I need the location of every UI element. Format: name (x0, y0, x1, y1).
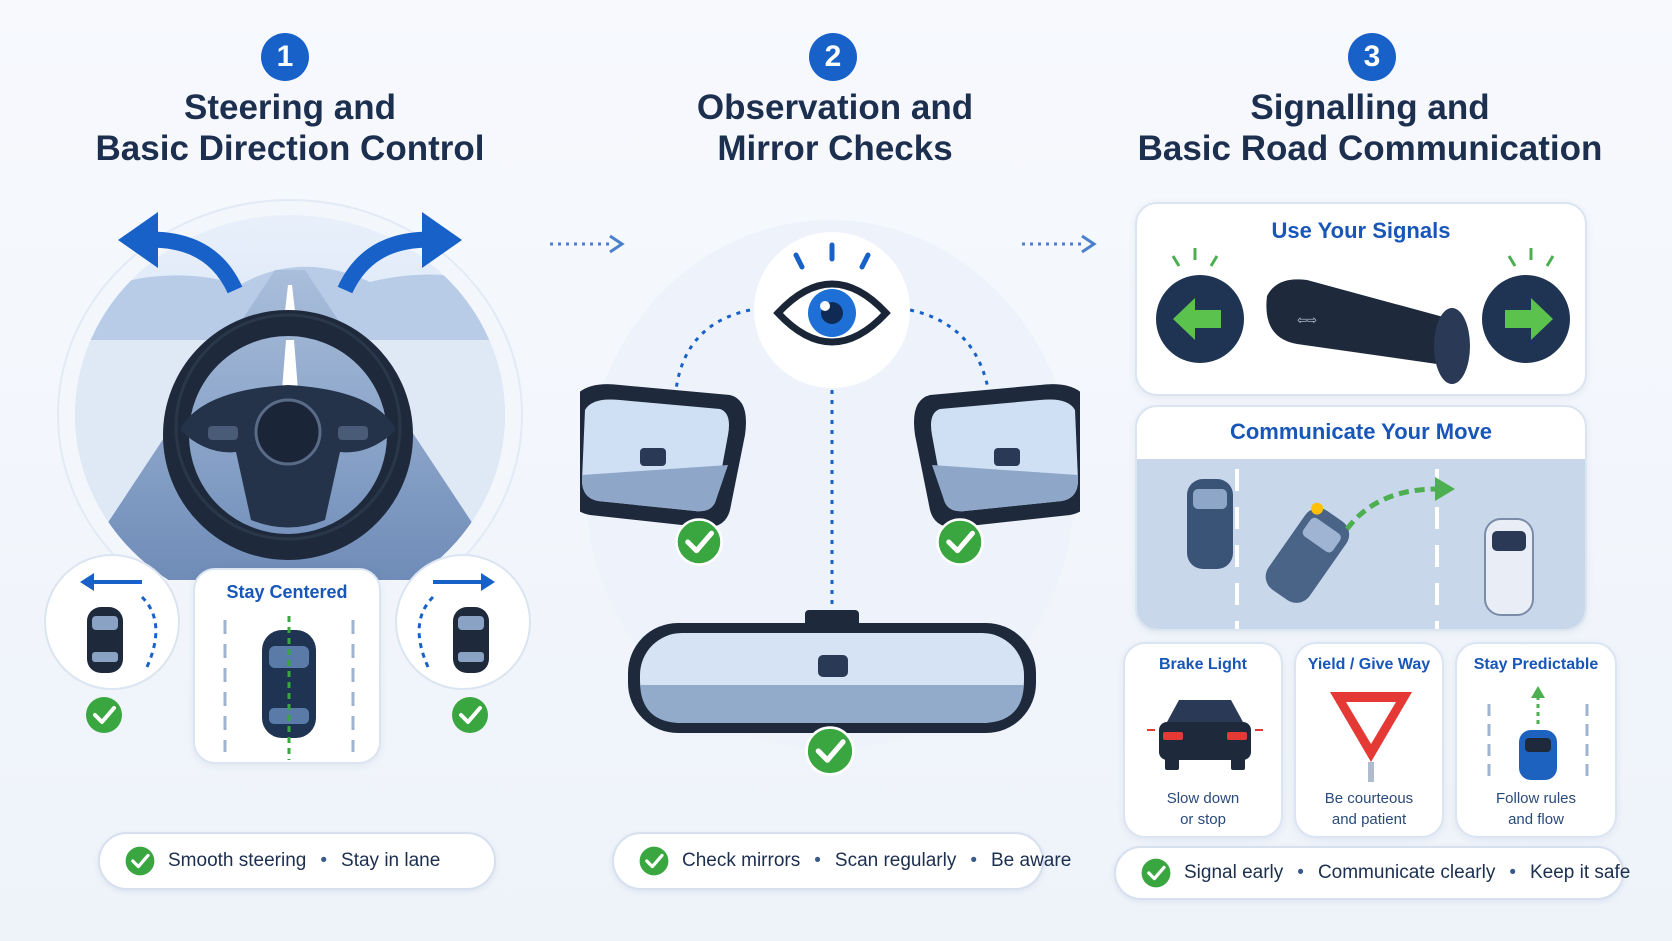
separator: • (1297, 862, 1304, 883)
mirror-checks-illustration (580, 215, 1080, 805)
separator: • (320, 850, 328, 871)
stay-predictable-card: Stay Predictable Follow rules and flow (1455, 642, 1617, 838)
communicate-title: Communicate Your Move (1229, 419, 1492, 444)
step-2-summary-pill: Check mirrors • Scan regularly • Be awar… (612, 832, 1071, 890)
turn-left-arrow-icon (1156, 248, 1244, 363)
brake-light-card: Brake Light Slow down or stop (1123, 642, 1283, 838)
stay-predictable-title: Stay Predictable (1473, 656, 1599, 673)
separator: • (1509, 862, 1516, 883)
steering-wheel-icon (163, 310, 413, 560)
stay-centered-card: Stay Centered (193, 568, 381, 764)
car-icon (1187, 479, 1233, 569)
step-2-title: Observation and Mirror Checks (630, 87, 1040, 169)
mirror-icon (628, 610, 1036, 733)
brake-light-text2: or stop (1180, 811, 1226, 828)
pill-item: Check mirrors (682, 850, 801, 871)
step-1-badge: 1 (261, 33, 309, 81)
turn-left-illustration (42, 552, 182, 692)
step-2-badge: 2 (809, 33, 857, 81)
check-icon (125, 846, 155, 876)
step-2-title-line2: Mirror Checks (717, 129, 953, 168)
pill-item: Scan regularly (834, 850, 957, 871)
mirror-icon (580, 384, 746, 528)
step-1-title: Steering and Basic Direction Control (80, 87, 500, 169)
flow-arrow-icon (550, 234, 625, 254)
separator: • (814, 850, 821, 871)
svg-text:⇦⇨: ⇦⇨ (1297, 313, 1317, 327)
car-icon (453, 607, 489, 673)
use-signals-card: Use Your Signals ⇦⇨ (1135, 202, 1587, 396)
stay-predictable-text1: Follow rules (1495, 790, 1577, 807)
steering-illustration (40, 190, 540, 580)
pill-item: Be aware (991, 850, 1072, 871)
check-icon (805, 726, 855, 776)
pill-item: Signal early (1184, 862, 1284, 883)
car-icon (1265, 502, 1350, 603)
use-signals-title: Use Your Signals (1271, 218, 1451, 243)
pill-item: Keep it safe (1530, 862, 1631, 883)
step-2-title-line1: Observation and (696, 88, 974, 127)
pill-item: Communicate clearly (1317, 862, 1496, 883)
yield-card: Yield / Give Way Be courteous and patien… (1294, 642, 1444, 838)
yield-sign-icon (1330, 692, 1412, 782)
communicate-card: Communicate Your Move (1135, 405, 1587, 631)
check-icon (675, 518, 723, 566)
car-icon (87, 607, 123, 673)
yield-text1: Be courteous (1324, 790, 1414, 807)
car-icon (1519, 730, 1557, 780)
pill-item: Stay in lane (341, 850, 441, 871)
indicator-stalk-icon: ⇦⇨ (1266, 279, 1470, 384)
step-3-badge: 3 (1348, 33, 1396, 81)
step-1-summary-pill: Smooth steering • Stay in lane (98, 832, 496, 890)
yield-title: Yield / Give Way (1307, 656, 1431, 673)
pill-item: Smooth steering (168, 850, 307, 871)
flow-arrow-icon (1022, 234, 1097, 254)
stay-centered-label: Stay Centered (226, 582, 348, 602)
check-icon (1141, 858, 1171, 888)
check-icon (639, 846, 669, 876)
eye-icon (754, 232, 910, 388)
turn-right-arrow-icon (1482, 248, 1570, 363)
step-3-title-line2: Basic Road Communication (1137, 129, 1603, 168)
mirror-icon (914, 384, 1080, 528)
step-3-summary-pill: Signal early • Communicate clearly • Kee… (1114, 846, 1630, 900)
yield-text2: and patient (1331, 811, 1407, 828)
step-1-title-line2: Basic Direction Control (95, 129, 485, 168)
step-1-title-line1: Steering and (184, 88, 396, 127)
check-icon (86, 697, 122, 733)
brake-light-title: Brake Light (1158, 656, 1247, 673)
step-3-title-line1: Signalling and (1250, 88, 1490, 127)
check-icon (936, 518, 984, 566)
turn-right-illustration (393, 552, 533, 692)
car-icon (1484, 518, 1534, 616)
car-icon (1159, 700, 1251, 770)
separator: • (970, 850, 977, 871)
step-3-title: Signalling and Basic Road Communication (1130, 87, 1610, 169)
brake-light-text1: Slow down (1166, 790, 1240, 807)
stay-predictable-text2: and flow (1508, 811, 1564, 828)
check-icon (452, 697, 488, 733)
